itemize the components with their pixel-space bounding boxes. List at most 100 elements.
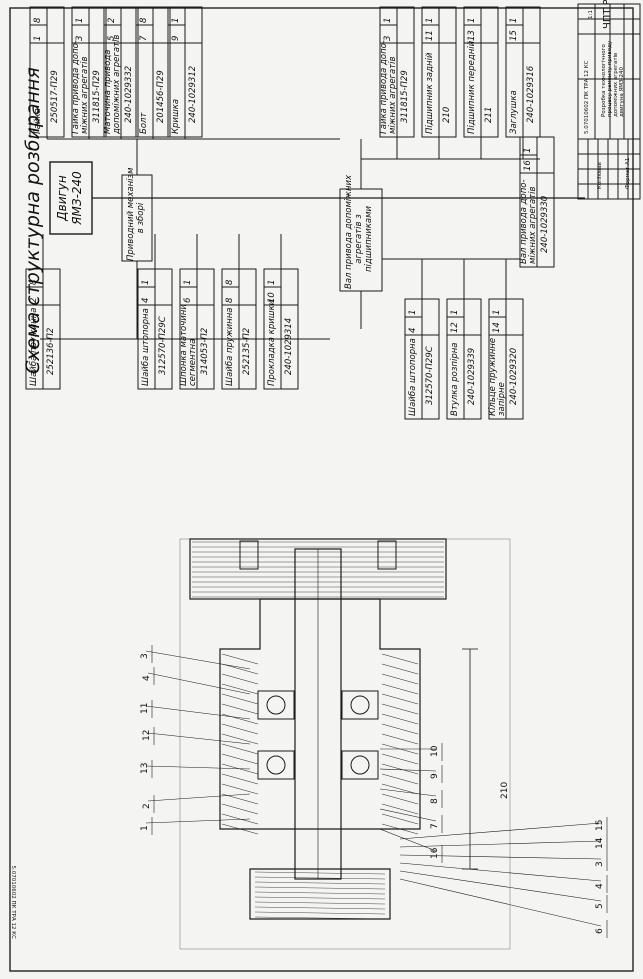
part-bottom-upper-0-qty: 1: [383, 17, 393, 23]
part-top-lower-4-code: 240-1029314: [284, 317, 294, 375]
engine-label: Двигун ЯМЗ-240: [55, 162, 85, 234]
part-final-qty: 1: [523, 147, 533, 153]
hatch: [221, 813, 259, 825]
part-top-lower-4-name: Прокладка кришки: [267, 299, 277, 386]
part-top-upper-3-number: 7: [139, 35, 149, 41]
hatch: [381, 823, 419, 835]
part-bottom-lower-1-qty: 1: [450, 309, 460, 315]
hatch: [221, 653, 259, 665]
hatch: [381, 803, 419, 815]
sheet-code: ЧПТ РА42: [602, 0, 613, 29]
callout-upper-6-leader: [145, 650, 251, 670]
part-top-lower-3-name: Шайба пружинна: [225, 307, 235, 386]
hub-hatch: [254, 871, 386, 875]
part-top-lower-2-name2: сегментна: [188, 338, 198, 386]
part-bottom-upper-1-number: 11: [425, 30, 435, 41]
callout-upper-5-leader: [147, 672, 251, 695]
ball-upper-0: [266, 755, 286, 775]
hatch: [221, 823, 259, 835]
callout-left-1: 5: [595, 903, 605, 909]
hatch: [381, 673, 419, 685]
part-bottom-lower-1-code: 240-1029339: [467, 347, 477, 405]
part-bottom-upper-1-code: 210: [442, 106, 452, 123]
callout-upper-2-leader: [145, 765, 251, 770]
callout-left-3-leader: [399, 854, 602, 860]
drive-mechanism-label: Приводний механізм в зборі: [126, 167, 146, 261]
part-top-lower-1-qty: 1: [141, 279, 151, 285]
hatch: [381, 783, 419, 795]
part-bottom-upper-0-code: 311815-П29: [400, 70, 410, 123]
part-final-name2: міжних агрегатів: [528, 186, 538, 264]
hatch: [221, 753, 259, 765]
part-bottom-lower-2-name2: запірне: [497, 382, 507, 416]
part-bottom-upper-3-code: 240-1029316: [526, 65, 536, 123]
ball-lower-1: [350, 695, 370, 715]
part-bottom-lower-2-number: 14: [492, 322, 502, 333]
part-bottom-lower-0-name: Шайба штопорна: [408, 338, 418, 416]
part-bottom-upper-2-name: Підшипник передній: [467, 40, 477, 134]
side-stamp: 5.07010602 ПК ТРА 12 КС: [10, 865, 16, 939]
doc-code: 5.07010602 ПК ТРА 12 КС: [584, 60, 590, 134]
hatch: [381, 753, 419, 765]
part-top-upper-2-name2: допоміжних агрегатів: [112, 34, 122, 134]
hub-outline: [249, 868, 391, 920]
part-top-upper-1-number: 3: [75, 35, 85, 41]
hub-hatch: [254, 876, 386, 880]
callout-upper-4: 11: [140, 702, 150, 714]
ball-upper-1: [266, 695, 286, 715]
callout-left-5: 15: [595, 819, 605, 831]
part-top-lower-1-code: 312570-П29С: [158, 316, 168, 375]
shaft-line1: Вал привода допоміжних: [344, 174, 354, 289]
part-bottom-upper-3-number: 15: [509, 30, 519, 41]
part-top-upper-4-code: 240-1029312: [188, 65, 198, 123]
hatch: [221, 673, 259, 685]
part-top-lower-4-qty: 1: [267, 279, 277, 285]
hatch: [381, 773, 419, 785]
callout-left-0: 6: [595, 928, 605, 934]
callout-upper-1-leader: [147, 793, 251, 802]
part-top-lower-3-number: 8: [225, 297, 235, 303]
part-bottom-upper-2-qty: 1: [467, 17, 477, 23]
part-top-lower-4-number: 10: [267, 292, 277, 303]
part-top-upper-2-code: 240-1029332: [124, 65, 134, 123]
callout-lower-1-leader: [379, 808, 437, 822]
part-final-code: 240-1029330: [540, 195, 550, 253]
part-top-lower-3-code: 252135-П2: [242, 327, 252, 375]
hatch: [221, 743, 259, 755]
bearing-upper-1: [257, 690, 295, 720]
callout-lower-1: 7: [430, 823, 440, 829]
callout-left-4: 14: [595, 837, 605, 849]
engine-line1: Двигун: [55, 175, 69, 221]
hatch: [221, 683, 259, 695]
part-top-upper-1-qty: 1: [75, 17, 85, 23]
part-top-upper-3-code: 201456-П29: [156, 70, 166, 123]
hatch: [221, 783, 259, 795]
callout-lower-0: 16: [430, 847, 440, 859]
title-block: [577, 3, 641, 200]
part-top-lower-0-name: Шайба пружинна: [29, 307, 39, 386]
callout-upper-5: 4: [142, 675, 152, 681]
flange-block: [189, 538, 447, 600]
hatch: [221, 723, 259, 735]
housing-outline: [219, 598, 421, 830]
part-top-upper-4-qty: 1: [171, 17, 181, 23]
callout-upper-6: 3: [140, 653, 150, 659]
hatch: [221, 703, 259, 715]
callout-left-4-leader: [399, 840, 602, 848]
drive-mechanism-line1: Приводний механізм: [126, 167, 136, 261]
callout-left-2: 4: [595, 883, 605, 889]
hatch: [221, 803, 259, 815]
callout-left-5-leader: [399, 822, 602, 840]
callout-upper-2: 13: [140, 762, 150, 774]
part-top-upper-1-name2: міжних агрегатів: [80, 56, 90, 134]
hatch: [381, 713, 419, 725]
callout-lower-0-leader: [379, 828, 437, 852]
part-top-lower-1-number: 4: [141, 297, 151, 303]
part-bottom-lower-2-code: 240-1029320: [509, 347, 519, 405]
callout-upper-3-leader: [147, 732, 251, 745]
part-top-upper-2-number: 5: [107, 35, 117, 41]
part-top-lower-0-code: 252136-П2: [46, 327, 56, 375]
part-bottom-lower-1-name: Втулка розпірна: [450, 342, 460, 417]
hatch: [221, 713, 259, 725]
copied-label: Копіював: [597, 162, 603, 189]
